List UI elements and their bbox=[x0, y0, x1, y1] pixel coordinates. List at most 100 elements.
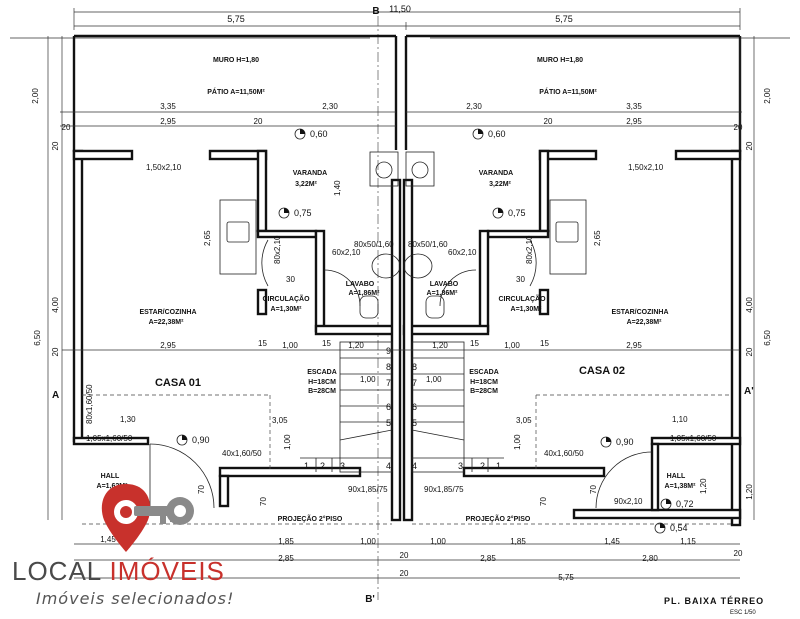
estar-left: ESTAR/COZINHA bbox=[139, 309, 196, 316]
dim-100-stair-right: 1,00 bbox=[426, 375, 442, 384]
level-060-right: 0,60 bbox=[488, 129, 506, 139]
dim-295-mid-right: 2,95 bbox=[626, 341, 642, 350]
dim-200-left: 2,00 bbox=[31, 88, 40, 104]
dim-left-575: 5,75 bbox=[227, 14, 245, 24]
step-right-1: 1 bbox=[496, 461, 501, 471]
level-090-left: 0,90 bbox=[192, 435, 210, 445]
vertical-dimensions: 2,00 2,00 6,50 6,50 4,00 4,00 20 20 20 2… bbox=[31, 36, 772, 520]
casa-01-label: CASA 01 bbox=[155, 377, 201, 389]
sink-left-icon bbox=[226, 221, 250, 243]
dim-15-d: 15 bbox=[540, 339, 549, 348]
opening-codes: 1,50x2,10 1,50x2,10 80x50/1,60 80x50/1,6… bbox=[85, 163, 717, 506]
step-left-3: 3 bbox=[340, 461, 345, 471]
step-right-8: 8 bbox=[412, 362, 417, 372]
circulacao-left: CIRCULAÇÃO bbox=[262, 294, 310, 303]
projecao-left: PROJEÇÃO 2°PISO bbox=[278, 514, 343, 523]
dim-20-a: 20 bbox=[62, 123, 71, 132]
dim-70-right: 70 bbox=[539, 497, 548, 506]
dim-100-bottom-right: 1,00 bbox=[430, 537, 446, 546]
brand-name-part2: IMÓVEIS bbox=[109, 556, 225, 586]
dim-20-right-v2: 20 bbox=[745, 347, 754, 356]
step-left-8: 8 bbox=[386, 362, 391, 372]
dim-400-left: 4,00 bbox=[51, 297, 60, 313]
level-054: 0,54 bbox=[670, 523, 688, 533]
win-90-left: 90x1,85/75 bbox=[348, 485, 388, 494]
win-105-left: 1,05x1,60/50 bbox=[86, 434, 133, 443]
dim-120-a: 1,20 bbox=[348, 341, 364, 350]
dim-400-right: 4,00 bbox=[745, 297, 754, 313]
dim-total: 11,50 bbox=[389, 4, 411, 14]
step-left-9: 9 bbox=[386, 346, 391, 356]
plan-scale: ESC 1/50 bbox=[730, 610, 756, 616]
plan-title: PL. BAIXA TÉRREO bbox=[664, 596, 764, 606]
step-right-6: 6 bbox=[412, 402, 417, 412]
dim-100-v-right: 1,00 bbox=[513, 434, 522, 450]
dim-115: 1,15 bbox=[680, 537, 696, 546]
dim-15-c: 15 bbox=[470, 339, 479, 348]
dim-30-right: 30 bbox=[516, 275, 525, 284]
step-left-6: 6 bbox=[386, 402, 391, 412]
dim-305-left: 3,05 bbox=[272, 416, 288, 425]
lavabo-area-right: A=1,86M² bbox=[427, 290, 459, 297]
door-swings bbox=[149, 239, 653, 509]
dim-100-b: 1,00 bbox=[504, 341, 520, 350]
interior-dimensions: 2,95 2,95 15 1,00 15 1,20 1,20 15 1,00 1… bbox=[62, 180, 740, 506]
dim-265-left: 2,65 bbox=[203, 230, 212, 246]
dim-575-bottom: 5,75 bbox=[558, 573, 574, 582]
dim-230-right: 2,30 bbox=[466, 102, 482, 111]
projecao-right: PROJEÇÃO 2°PISO bbox=[466, 514, 531, 523]
step-numbers: 4 3 2 1 5 6 7 8 9 4 3 2 1 5 6 7 8 bbox=[304, 346, 501, 471]
estar-area-left: A=22,38M² bbox=[149, 319, 184, 326]
step-left-4: 4 bbox=[386, 461, 391, 471]
kitchen-counter-right bbox=[549, 199, 587, 275]
dim-295-left: 2,95 bbox=[160, 117, 176, 126]
door-80-left: 80x2,10 bbox=[273, 235, 282, 264]
varanda-area-right: 3,22M² bbox=[489, 181, 511, 188]
dim-120-b: 1,20 bbox=[432, 341, 448, 350]
dim-70-left: 70 bbox=[259, 497, 268, 506]
win-40-right: 40x1,60/50 bbox=[544, 449, 584, 458]
dim-285-left: 2,85 bbox=[278, 554, 294, 563]
toilet-right-icon bbox=[425, 295, 445, 319]
section-mark-b-bottom: B' bbox=[365, 594, 375, 605]
door-80-right: 80x2,10 bbox=[525, 235, 534, 264]
dim-20-bottom: 20 bbox=[400, 551, 409, 560]
lavabo-right: LAVABO bbox=[430, 281, 459, 288]
dim-100-a: 1,00 bbox=[282, 341, 298, 350]
dim-265-right: 2,65 bbox=[593, 230, 602, 246]
dim-305-right: 3,05 bbox=[516, 416, 532, 425]
dim-20-right-v: 20 bbox=[745, 141, 754, 150]
muro-left: MURO H=1,80 bbox=[213, 57, 259, 64]
escada-h-right: H=18CM bbox=[470, 379, 498, 386]
dim-185-left: 1,85 bbox=[278, 537, 294, 546]
step-right-7: 7 bbox=[412, 378, 417, 388]
step-left-7: 7 bbox=[386, 378, 391, 388]
tank-left-icon bbox=[369, 151, 399, 187]
level-090-right: 0,90 bbox=[616, 437, 634, 447]
dim-295-right: 2,95 bbox=[626, 117, 642, 126]
step-left-2: 2 bbox=[320, 461, 325, 471]
dim-20-left-v: 20 bbox=[51, 141, 60, 150]
toilet-left-icon bbox=[359, 295, 379, 319]
dim-15-b: 15 bbox=[322, 339, 331, 348]
section-mark-b: B bbox=[372, 6, 379, 17]
basin-left-icon bbox=[371, 253, 401, 279]
kitchen-counter-left bbox=[219, 199, 257, 275]
step-right-5: 5 bbox=[412, 418, 417, 428]
dim-145-left: 1,45 bbox=[100, 535, 116, 544]
brand-tagline: Imóveis selecionados! bbox=[36, 589, 235, 608]
win-105-right: 1,05x1,60/50 bbox=[670, 434, 717, 443]
level-060-left: 0,60 bbox=[310, 129, 328, 139]
step-left-1: 1 bbox=[304, 461, 309, 471]
dim-20-left-v2: 20 bbox=[51, 347, 60, 356]
dim-230-left: 2,30 bbox=[322, 102, 338, 111]
escada-right: ESCADA bbox=[469, 369, 499, 376]
dim-20-bottom-c: 20 bbox=[734, 549, 743, 558]
dim-120-right-v: 1,20 bbox=[745, 484, 754, 500]
win-80x50-left: 80x50/1,60 bbox=[354, 240, 394, 249]
section-mark-a: A bbox=[52, 390, 59, 401]
section-mark-a-prime: A' bbox=[744, 386, 754, 397]
escada-b-left: B=28CM bbox=[308, 388, 336, 395]
outer-walls bbox=[72, 34, 742, 152]
